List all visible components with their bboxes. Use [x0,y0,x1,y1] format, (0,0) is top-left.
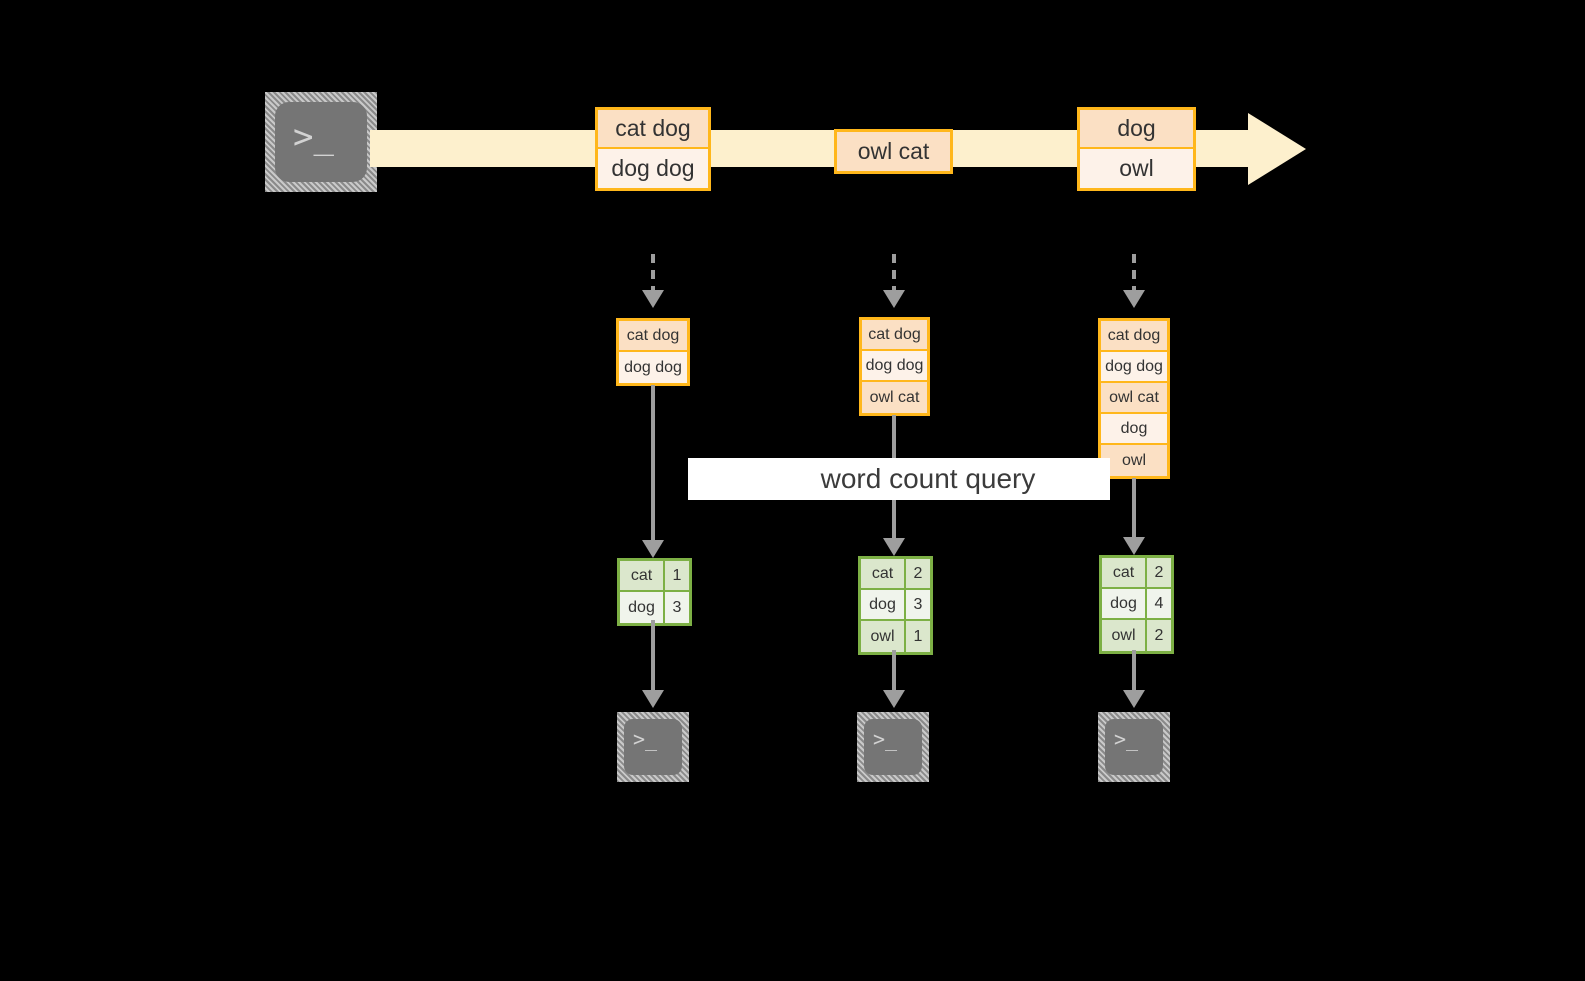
source-terminal: >_ [265,92,377,192]
input-table-row: cat dog [1101,321,1167,352]
result-to-sink-arrowhead-3 [1123,690,1145,708]
stream-batch-2: owl cat [834,129,953,174]
terminal-prompt-icon: >_ [1114,727,1139,751]
result-word: dog [620,592,665,623]
terminal-prompt-icon: >_ [633,727,658,751]
terminal-body: >_ [275,102,367,182]
stream-to-table-arrowhead-3 [1123,290,1145,308]
input-table-row: cat dog [862,320,927,351]
result-row: dog 4 [1102,589,1171,620]
stream-record: owl cat [837,132,950,171]
input-table-row: owl cat [1101,383,1167,414]
sink-terminal-1: >_ [617,712,689,782]
sink-terminal-2: >_ [857,712,929,782]
stream-to-table-connector-2 [892,254,896,294]
result-row: dog 3 [620,592,689,623]
result-to-sink-connector-2 [892,650,896,695]
stream-record: dog dog [598,149,708,188]
input-table-trigger-1: cat dog dog dog [616,318,690,386]
result-table-trigger-1: cat 1 dog 3 [617,558,692,626]
input-table-row: owl cat [862,382,927,413]
stream-batch-1: cat dog dog dog [595,107,711,191]
result-word: dog [1102,589,1147,618]
stream-to-table-arrowhead-1 [642,290,664,308]
stream-to-table-connector-3 [1132,254,1136,294]
query-arrowhead-1 [642,540,664,558]
input-table-row: dog dog [1101,352,1167,383]
stream-to-table-arrowhead-2 [883,290,905,308]
result-count: 1 [672,566,682,584]
terminal-prompt-icon: >_ [873,727,898,751]
terminal-body: >_ [1105,719,1163,775]
query-connector-3 [1132,478,1136,552]
stream-record: cat dog [598,110,708,149]
result-to-sink-connector-3 [1132,650,1136,695]
stream-batch-3: dog owl [1077,107,1196,191]
result-row: cat 1 [620,561,689,592]
input-table-trigger-2: cat dog dog dog owl cat [859,317,930,416]
result-to-sink-arrowhead-2 [883,690,905,708]
result-count: 2 [1154,563,1164,581]
stream-record: dog [1080,110,1193,149]
result-row: owl 1 [861,621,930,652]
query-label: word count query [820,463,1036,494]
stream-to-table-connector-1 [651,254,655,294]
terminal-prompt-icon: >_ [293,117,334,157]
input-table-trigger-3: cat dog dog dog owl cat dog owl [1098,318,1170,479]
input-table-row: owl [1101,445,1167,476]
result-word: cat [1102,558,1147,587]
result-to-sink-connector-1 [651,620,655,695]
result-count: 3 [913,595,923,613]
result-table-trigger-2: cat 2 dog 3 owl 1 [858,556,933,655]
result-count: 2 [913,564,923,582]
result-to-sink-arrowhead-1 [642,690,664,708]
input-table-row: dog dog [862,351,927,382]
query-arrowhead-3 [1123,537,1145,555]
result-count: 3 [672,598,682,616]
result-count: 2 [1154,626,1164,644]
result-table-trigger-3: cat 2 dog 4 owl 2 [1099,555,1174,654]
input-table-row: dog dog [619,352,687,383]
terminal-body: >_ [624,719,682,775]
sink-terminal-3: >_ [1098,712,1170,782]
stream-record: owl [1080,149,1193,188]
result-count: 1 [913,627,923,645]
result-word: owl [861,621,906,652]
query-connector-1 [651,385,655,555]
result-count: 4 [1154,594,1164,612]
result-row: cat 2 [861,559,930,590]
result-row: dog 3 [861,590,930,621]
query-label-band: word count query [688,458,1110,500]
result-word: dog [861,590,906,619]
terminal-body: >_ [864,719,922,775]
input-table-row: dog [1101,414,1167,445]
result-row: cat 2 [1102,558,1171,589]
query-arrowhead-2 [883,538,905,556]
result-word: cat [861,559,906,588]
result-row: owl 2 [1102,620,1171,651]
result-word: cat [620,561,665,590]
input-stream-arrowhead [1248,113,1306,185]
input-table-row: cat dog [619,321,687,352]
result-word: owl [1102,620,1147,651]
